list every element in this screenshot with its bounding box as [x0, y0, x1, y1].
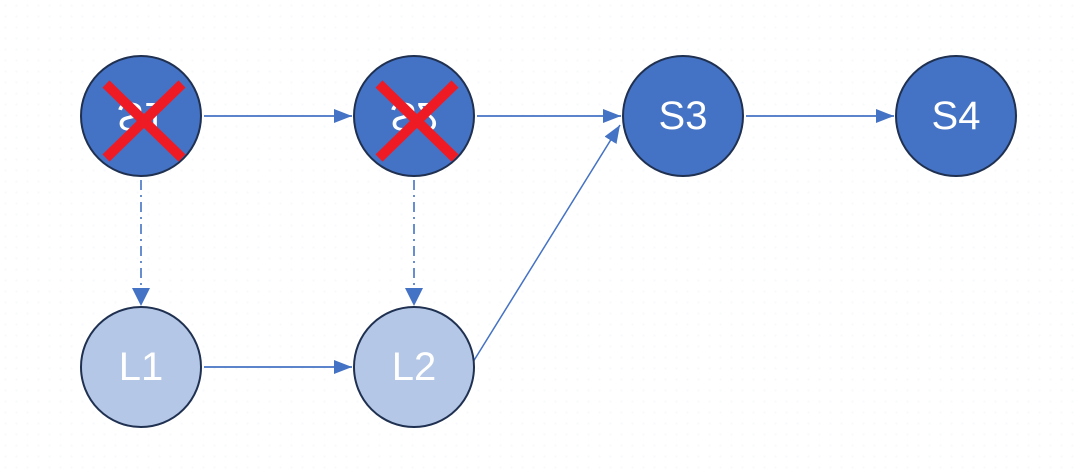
node-s2: S2: [353, 55, 475, 177]
edge-l2-s3: [472, 124, 621, 363]
node-l2: L2: [353, 306, 475, 428]
node-s4: S4: [895, 55, 1017, 177]
edge-s1-l1-arrowhead: [132, 288, 150, 306]
node-s1-label: S1: [116, 94, 166, 138]
node-s4-label: S4: [931, 94, 981, 138]
node-s3: S3: [622, 55, 744, 177]
node-l2-label: L2: [391, 345, 437, 389]
node-s2-label: S2: [389, 94, 439, 138]
node-l1-label: L1: [118, 345, 164, 389]
node-s1: S1: [80, 55, 202, 177]
node-l1: L1: [80, 306, 202, 428]
edge-s2-l2-arrowhead: [405, 288, 423, 306]
node-s3-label: S3: [658, 94, 708, 138]
